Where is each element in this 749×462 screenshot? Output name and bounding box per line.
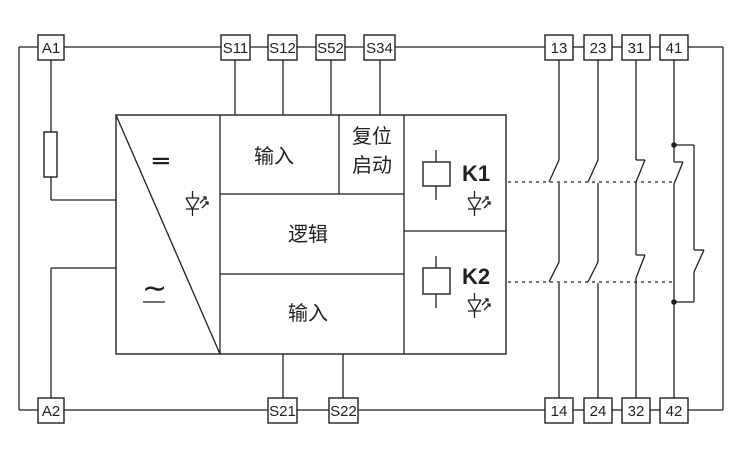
terminal-14-label: 14 xyxy=(551,403,568,420)
terminal-13-label: 13 xyxy=(551,40,568,57)
terminal-42-label: 42 xyxy=(666,403,683,420)
terminal-32: 32 xyxy=(621,397,651,424)
terminal-a1: A1 xyxy=(37,34,65,61)
terminal-14: 14 xyxy=(544,397,574,424)
k2-led-icon xyxy=(467,293,491,318)
reset-label: 复位 xyxy=(352,124,392,148)
contact-41-42 xyxy=(671,60,705,398)
terminal-a1-label: A1 xyxy=(42,40,60,57)
terminal-41-label: 41 xyxy=(666,40,683,57)
contact-13-14 xyxy=(548,60,560,398)
terminal-s34: S34 xyxy=(363,34,396,61)
terminal-s52: S52 xyxy=(315,34,346,61)
terminal-31: 31 xyxy=(621,34,651,61)
logic-block-label: 逻辑 xyxy=(288,222,328,246)
terminal-s12: S12 xyxy=(267,34,298,61)
start-label: 启动 xyxy=(352,153,392,177)
relay-k2: K2 xyxy=(422,256,491,318)
power-supply-divider xyxy=(115,114,221,355)
relay-k2-label: K2 xyxy=(462,264,490,289)
terminal-s52-label: S52 xyxy=(317,40,344,57)
terminal-31-label: 31 xyxy=(628,40,645,57)
relay-k1: K1 xyxy=(422,150,491,216)
relay-linkage xyxy=(508,181,676,283)
contact-31-32 xyxy=(635,60,646,398)
input-block-top-label: 输入 xyxy=(254,144,294,168)
k1-led-icon xyxy=(467,191,491,216)
terminal-24: 24 xyxy=(583,397,613,424)
terminal-s21-label: S21 xyxy=(269,403,296,420)
terminal-a2-label: A2 xyxy=(42,403,60,420)
ac-symbol-icon: ∼ xyxy=(142,271,167,306)
terminal-s21: S21 xyxy=(267,397,298,424)
terminal-a2: A2 xyxy=(37,397,65,424)
terminal-s11-label: S11 xyxy=(223,40,249,57)
power-led-icon xyxy=(185,191,209,216)
terminal-s22-label: S22 xyxy=(330,403,357,420)
input-wiring xyxy=(234,60,381,398)
fuse-icon xyxy=(43,131,58,178)
terminal-24-label: 24 xyxy=(590,403,607,420)
terminal-23: 23 xyxy=(583,34,613,61)
relay-coil-k2-icon xyxy=(422,267,451,295)
module-outline xyxy=(115,114,507,355)
terminal-s34-label: S34 xyxy=(366,40,393,57)
top-wiring xyxy=(18,46,724,411)
terminal-s12-label: S12 xyxy=(269,40,296,57)
supply-wiring xyxy=(43,60,116,398)
contact-23-24 xyxy=(587,60,599,398)
input-block-bottom-label: 输入 xyxy=(288,301,328,325)
terminal-s22: S22 xyxy=(328,397,359,424)
terminal-42: 42 xyxy=(659,397,689,424)
relay-coil-k1-icon xyxy=(422,161,451,187)
dc-symbol-icon: ═ xyxy=(152,147,169,177)
terminal-23-label: 23 xyxy=(590,40,607,57)
terminal-13: 13 xyxy=(544,34,574,61)
terminal-41: 41 xyxy=(659,34,689,61)
terminal-s11: S11 xyxy=(220,34,251,61)
relay-module: ═ ∼ 输入 复位 启动 逻辑 输入 K1 xyxy=(115,114,507,355)
terminal-32-label: 32 xyxy=(628,403,645,420)
relay-k1-label: K1 xyxy=(462,161,490,186)
